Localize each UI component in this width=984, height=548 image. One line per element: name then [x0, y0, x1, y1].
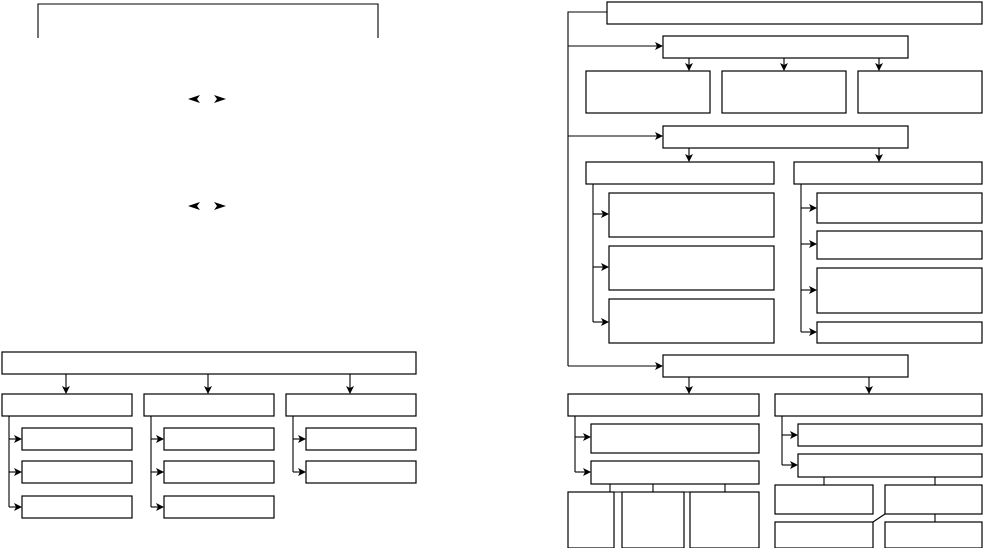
- top-bracket: [37, 3, 379, 38]
- list-item-box: [816, 267, 983, 314]
- section-b-group-header-box: [585, 161, 775, 185]
- left-column-1: [1, 393, 133, 519]
- section-a-child-box: [585, 70, 711, 114]
- list-item-box: [163, 427, 275, 451]
- list-item-box: [816, 192, 983, 224]
- left-arrow-icon: [188, 202, 200, 210]
- section-a-child-box: [721, 70, 847, 114]
- list-item-box: [305, 427, 417, 451]
- list-item-box: [816, 321, 983, 344]
- sub-item-box: [884, 484, 983, 515]
- right-root-box: [606, 1, 983, 25]
- list-item-box: [797, 453, 983, 478]
- sub-item-connector: [823, 477, 936, 485]
- left-root-box: [1, 351, 417, 375]
- list-item-box: [797, 423, 983, 447]
- section-c: [567, 354, 983, 548]
- list-item-box: [590, 423, 760, 454]
- right-arrow-icon: [214, 202, 226, 210]
- sub-item-connector: [590, 484, 748, 493]
- section-a-header-box: [662, 35, 909, 59]
- right-arrow-icon: [214, 95, 226, 103]
- sub-item-box: [774, 521, 874, 548]
- list-item-box: [21, 427, 133, 451]
- list-item-box: [590, 460, 760, 485]
- left-arrow-icon: [188, 95, 200, 103]
- section-c-group-header-box: [567, 393, 760, 417]
- right-panel: [567, 1, 983, 548]
- section-a: [585, 35, 983, 114]
- list-item-box: [608, 298, 775, 344]
- sub-item-box: [567, 491, 615, 548]
- section-c-group-header-box: [774, 393, 983, 417]
- list-item-box: [21, 460, 133, 484]
- left-panel: [1, 3, 417, 519]
- column-header-box: [143, 393, 275, 417]
- section-a-child-box: [857, 70, 983, 114]
- main-spine: [567, 11, 607, 366]
- sub-item-box: [884, 521, 983, 548]
- left-column-2: [143, 393, 275, 519]
- list-item-box: [608, 245, 775, 291]
- list-item-box: [163, 495, 275, 519]
- list-item-box: [305, 460, 417, 484]
- sub-item-box: [689, 491, 760, 548]
- toggle-row-1: [188, 95, 226, 103]
- section-b: [585, 125, 983, 344]
- column-header-box: [1, 393, 133, 417]
- column-header-box: [285, 393, 417, 417]
- toggle-row-2: [188, 202, 226, 210]
- list-item-box: [608, 192, 775, 238]
- list-item-box: [816, 230, 983, 260]
- sub-item-box: [621, 491, 685, 548]
- list-item-box: [163, 460, 275, 484]
- sub-item-box: [774, 484, 874, 515]
- section-b-header-box: [662, 125, 909, 149]
- left-column-3: [285, 393, 417, 484]
- sub-item-connector: [872, 513, 936, 523]
- section-c-header-box: [662, 354, 909, 378]
- list-item-box: [21, 495, 133, 519]
- section-b-group-header-box: [793, 161, 983, 185]
